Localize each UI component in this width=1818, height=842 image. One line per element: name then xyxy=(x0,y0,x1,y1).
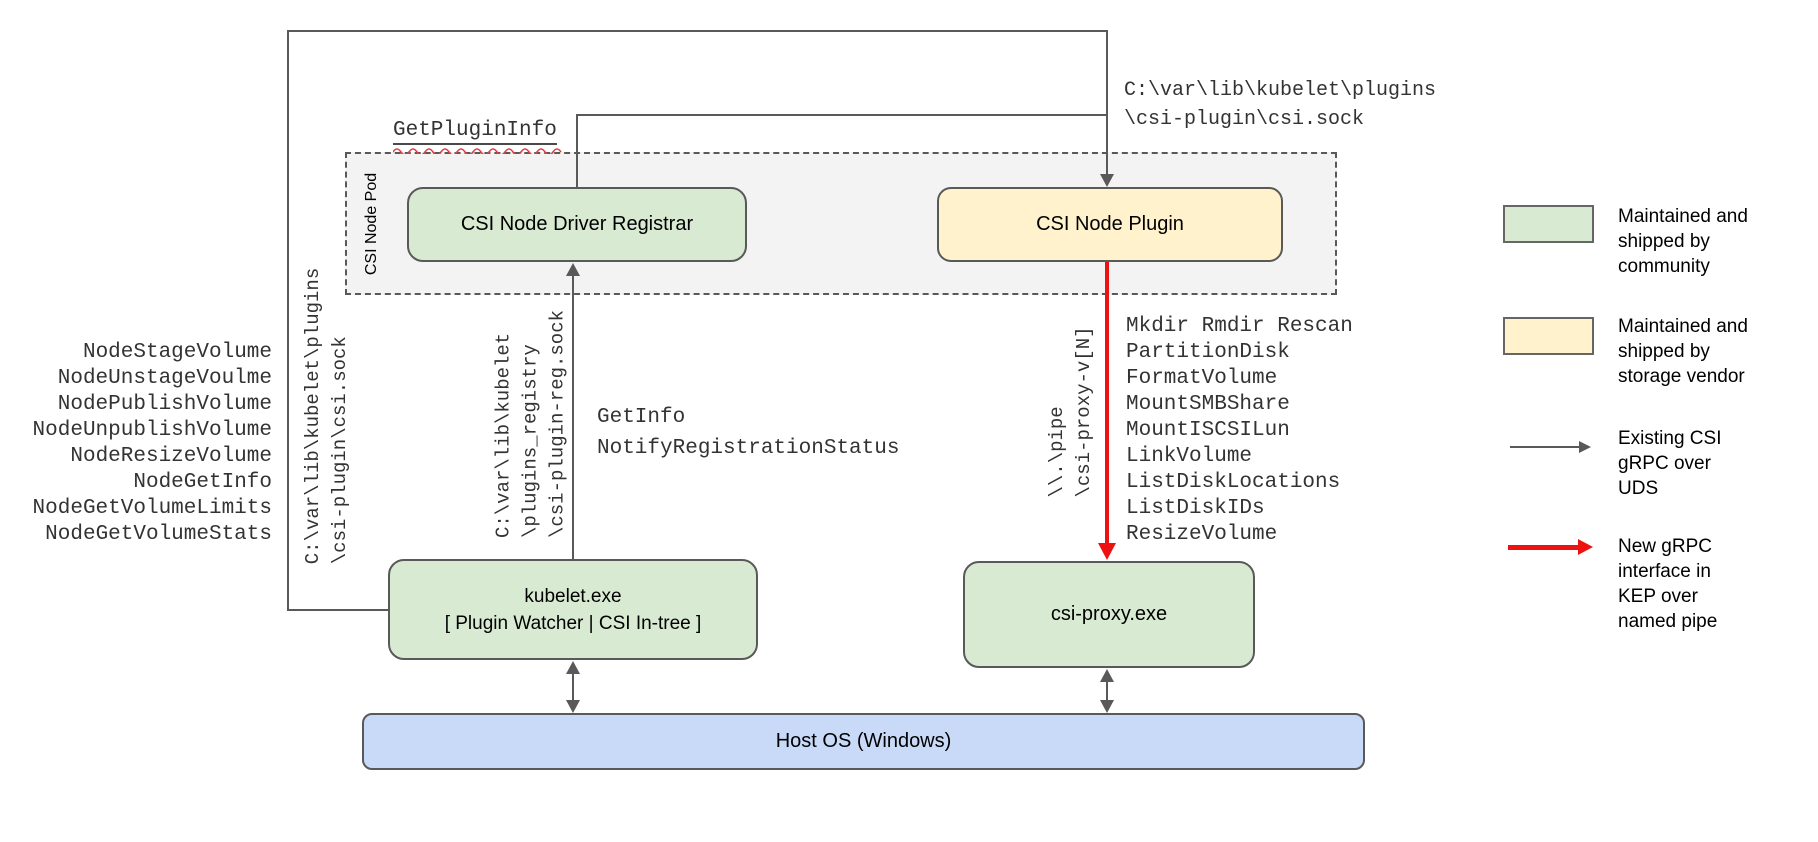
node-call-item: NodePublishVolume xyxy=(57,393,272,416)
kubelet-to-plugin-line-drop xyxy=(1106,30,1108,175)
legend-existing-arrowhead-icon xyxy=(1579,441,1591,453)
registrar-arrowhead-icon xyxy=(566,263,580,276)
csi-node-pod-label: CSI Node Pod xyxy=(363,172,380,276)
csi-node-driver-registrar-box: CSI Node Driver Registrar xyxy=(407,187,747,262)
legend-community-swatch xyxy=(1503,205,1594,243)
csi-node-plugin-box: CSI Node Plugin xyxy=(937,187,1283,262)
legend-vendor-label: Maintained and shipped by storage vendor xyxy=(1618,316,1748,387)
proxy-call-item: PartitionDisk xyxy=(1126,341,1290,364)
proxy-call-item: ListDiskLocations xyxy=(1126,471,1341,494)
kubelet-to-registrar-line xyxy=(572,276,574,559)
legend-vendor-swatch xyxy=(1503,317,1594,355)
csiproxy-hostos-line xyxy=(1106,680,1108,702)
spellcheck-squiggle-icon xyxy=(393,148,562,154)
host-os-box: Host OS (Windows) xyxy=(362,713,1365,770)
kubelet-to-plugin-line-top xyxy=(287,30,1108,32)
proxy-call-item: FormatVolume xyxy=(1126,367,1278,390)
kubelet-box: kubelet.exe [ Plugin Watcher | CSI In-tr… xyxy=(388,559,758,660)
csi-sock-path-vertical-label: C:\var\lib\kubelet\plugins \csi-plugin\c… xyxy=(302,267,351,565)
registrar-to-plugin-line-across xyxy=(576,114,1108,116)
get-plugin-info-label: GetPluginInfo xyxy=(393,118,557,145)
node-call-item: NodeUnpublishVolume xyxy=(32,419,272,442)
node-call-item: NodeStageVolume xyxy=(82,341,272,364)
legend-new-arrow-line xyxy=(1508,545,1580,550)
csi-proxy-box: csi-proxy.exe xyxy=(963,561,1255,668)
legend-existing-label: Existing CSI gRPC over UDS xyxy=(1618,428,1722,499)
plugin-to-csiproxy-red-line xyxy=(1105,262,1109,544)
csi-sock-path-label: C:\var\lib\kubelet\plugins \csi-plugin\c… xyxy=(1124,79,1437,131)
csiproxy-red-arrowhead-icon xyxy=(1098,543,1116,560)
legend-new-label: New gRPC interface in KEP over named pip… xyxy=(1618,536,1718,632)
proxy-call-item: LinkVolume xyxy=(1126,445,1253,468)
registration-calls-label: GetInfo NotifyRegistrationStatus xyxy=(597,406,900,460)
get-plugin-info-text: GetPluginInfo xyxy=(393,119,557,145)
legend-community-label: Maintained and shipped by community xyxy=(1618,206,1748,277)
node-call-item: NodeGetInfo xyxy=(133,471,272,494)
named-pipe-vertical-label: \\.\pipe \csi-proxy-v[N] xyxy=(1046,326,1095,498)
legend-new-arrowhead-icon xyxy=(1578,539,1593,555)
csiproxy-hostos-up-arrowhead-icon xyxy=(1100,669,1114,682)
node-call-item: NodeUnstageVoulme xyxy=(57,367,272,390)
node-call-item: NodeGetVolumeStats xyxy=(45,523,272,546)
kubelet-hostos-down-arrowhead-icon xyxy=(566,700,580,713)
kubelet-hostos-line xyxy=(572,672,574,702)
proxy-call-item: Mkdir Rmdir Rescan xyxy=(1126,315,1353,338)
kubelet-to-plugin-line-bottom xyxy=(287,609,388,611)
registrar-to-plugin-line-up xyxy=(576,114,578,188)
node-call-item: NodeResizeVolume xyxy=(70,445,272,468)
kubelet-to-plugin-line-left xyxy=(287,30,289,611)
plugin-arrowhead-icon xyxy=(1100,174,1114,187)
registry-sock-path-vertical-label: C:\var\lib\kubelet \plugins_registry \cs… xyxy=(492,309,569,539)
proxy-call-item: MountSMBShare xyxy=(1126,393,1290,416)
proxy-call-item: ResizeVolume xyxy=(1126,523,1278,546)
proxy-call-item: ListDiskIDs xyxy=(1126,497,1265,520)
csiproxy-hostos-down-arrowhead-icon xyxy=(1100,700,1114,713)
kubelet-hostos-up-arrowhead-icon xyxy=(566,661,580,674)
proxy-call-item: MountISCSILun xyxy=(1126,419,1290,442)
node-call-item: NodeGetVolumeLimits xyxy=(32,497,272,520)
legend-existing-arrow-line xyxy=(1510,446,1580,448)
